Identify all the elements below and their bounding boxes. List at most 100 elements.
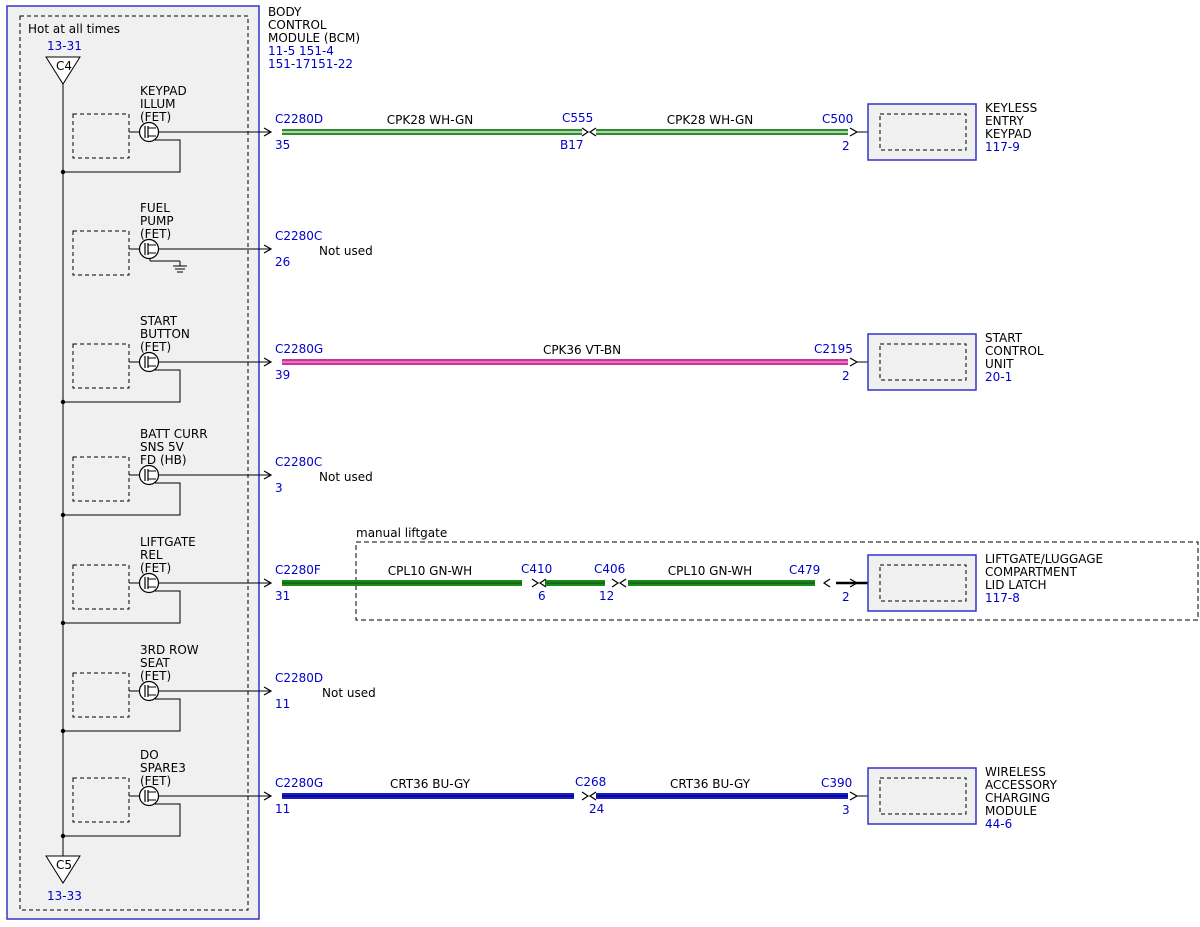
fet-label-line: SPARE3 bbox=[140, 761, 186, 775]
fet-label-line: FUEL bbox=[140, 201, 170, 215]
fet-label-line: FD (HB) bbox=[140, 453, 187, 467]
wire-label: CPL10 GN-WH bbox=[668, 564, 752, 578]
not-used-note: Not used bbox=[319, 244, 373, 258]
mid-connector-pin: 6 bbox=[538, 589, 546, 603]
fet-return-line bbox=[63, 369, 181, 403]
fet-transistor-icon bbox=[138, 572, 160, 594]
bus-junction-dot bbox=[60, 833, 66, 839]
component-dashed-box bbox=[879, 564, 967, 602]
module-title-line: MODULE (BCM) bbox=[268, 31, 360, 45]
component-box bbox=[867, 333, 977, 391]
connector-arrow-icon bbox=[849, 357, 859, 367]
end-pin-label: 2 bbox=[842, 139, 850, 153]
mid-connector-pin: B17 bbox=[560, 138, 584, 152]
fet-dashed-box bbox=[72, 343, 130, 389]
end-connector-label: C500 bbox=[822, 112, 853, 126]
component-ref: 44-6 bbox=[985, 817, 1012, 831]
module-title-line: BODY bbox=[268, 5, 302, 19]
component-name-line: ENTRY bbox=[985, 114, 1024, 128]
connector-arrow-icon bbox=[849, 791, 859, 801]
bus-junction-dot bbox=[60, 620, 66, 626]
fet-label-line: (FET) bbox=[140, 340, 171, 354]
bottom-ref: 13-33 bbox=[47, 889, 82, 903]
hot-label: Hot at all times bbox=[28, 22, 120, 36]
connector-arrow-icon bbox=[822, 578, 831, 588]
top-ref: 13-31 bbox=[47, 39, 82, 53]
component-name-line: KEYLESS bbox=[985, 101, 1037, 115]
component-box bbox=[867, 103, 977, 161]
wire-label: CPL10 GN-WH bbox=[388, 564, 472, 578]
fet-return-line bbox=[63, 590, 181, 624]
component-ref: 20-1 bbox=[985, 370, 1012, 384]
bus-junction-dot bbox=[60, 399, 66, 405]
bus-junction-dot bbox=[60, 169, 66, 175]
connector-arrow-icon bbox=[588, 127, 597, 137]
fet-transistor-icon bbox=[138, 238, 160, 260]
top-connector-label: C4 bbox=[56, 59, 72, 73]
bcm-connector-label: C2280D bbox=[275, 112, 323, 126]
bcm-inner-dashed-box bbox=[19, 15, 249, 911]
mid-connector-pin: 12 bbox=[599, 589, 614, 603]
bcm-pin-label: 11 bbox=[275, 802, 290, 816]
fet-label-line: BUTTON bbox=[140, 327, 190, 341]
fet-label-line: ILLUM bbox=[140, 97, 175, 111]
component-name-line: MODULE bbox=[985, 804, 1037, 818]
connector-arrow-icon bbox=[538, 578, 547, 588]
component-box bbox=[867, 554, 977, 612]
bottom-connector-label: C5 bbox=[56, 858, 72, 872]
connector-arrow-icon bbox=[581, 127, 590, 137]
component-name-line: COMPARTMENT bbox=[985, 565, 1078, 579]
fet-label-line: (FET) bbox=[140, 774, 171, 788]
component-name-line: CONTROL bbox=[985, 344, 1044, 358]
fet-label-line: KEYPAD bbox=[140, 84, 187, 98]
fet-label-line: PUMP bbox=[140, 214, 174, 228]
connector-arrow-icon bbox=[531, 578, 540, 588]
fet-dashed-box bbox=[72, 230, 130, 276]
bcm-connector-label: C2280C bbox=[275, 229, 322, 243]
bcm-connector-label: C2280D bbox=[275, 671, 323, 685]
fet-return-line bbox=[63, 139, 181, 173]
fet-label-line: START bbox=[140, 314, 178, 328]
component-name-line: WIRELESS bbox=[985, 765, 1046, 779]
fet-return-line bbox=[63, 482, 181, 516]
bcm-pin-label: 35 bbox=[275, 138, 290, 152]
module-title-line: CONTROL bbox=[268, 18, 327, 32]
fet-label-line: (FET) bbox=[140, 669, 171, 683]
bcm-module-box bbox=[6, 5, 260, 920]
connector-arrow-icon bbox=[263, 244, 273, 254]
fet-dashed-box bbox=[72, 777, 130, 823]
fet-transistor-icon bbox=[138, 121, 160, 143]
end-pin-label: 2 bbox=[842, 369, 850, 383]
component-name-line: CHARGING bbox=[985, 791, 1050, 805]
wire-label: CPK28 WH-GN bbox=[387, 113, 474, 127]
wire-label: CPK28 WH-GN bbox=[667, 113, 754, 127]
wire-label: CRT36 BU-GY bbox=[670, 777, 751, 791]
wire-label: CPK36 VT-BN bbox=[543, 343, 621, 357]
component-ref: 117-8 bbox=[985, 591, 1020, 605]
fet-label-line: REL bbox=[140, 548, 163, 562]
end-pin-label: 2 bbox=[842, 590, 850, 604]
connector-arrow-icon bbox=[581, 791, 590, 801]
top-connector-triangle bbox=[45, 56, 81, 85]
fet-return-line bbox=[63, 803, 181, 837]
component-name-line: KEYPAD bbox=[985, 127, 1032, 141]
end-connector-label: C479 bbox=[789, 563, 820, 577]
component-dashed-box bbox=[879, 777, 967, 815]
connector-arrow-icon bbox=[263, 127, 273, 137]
mid-connector-label: C555 bbox=[562, 111, 593, 125]
module-title: BODY CONTROL MODULE (BCM) 11-5 151-4 151… bbox=[268, 5, 360, 71]
mid-connector-label: C406 bbox=[594, 562, 625, 576]
not-used-note: Not used bbox=[322, 686, 376, 700]
fet-label-line: BATT CURR bbox=[140, 427, 208, 441]
connector-arrow-icon bbox=[849, 127, 859, 137]
fet-dashed-box bbox=[72, 113, 130, 159]
module-ref-line: 11-5 151-4 bbox=[268, 44, 334, 58]
component-name-line: UNIT bbox=[985, 357, 1014, 371]
component-name-line: LID LATCH bbox=[985, 578, 1047, 592]
wire-label: CRT36 BU-GY bbox=[390, 777, 471, 791]
fet-label-line: DO bbox=[140, 748, 159, 762]
component-box bbox=[867, 767, 977, 825]
component-name-line: ACCESSORY bbox=[985, 778, 1058, 792]
